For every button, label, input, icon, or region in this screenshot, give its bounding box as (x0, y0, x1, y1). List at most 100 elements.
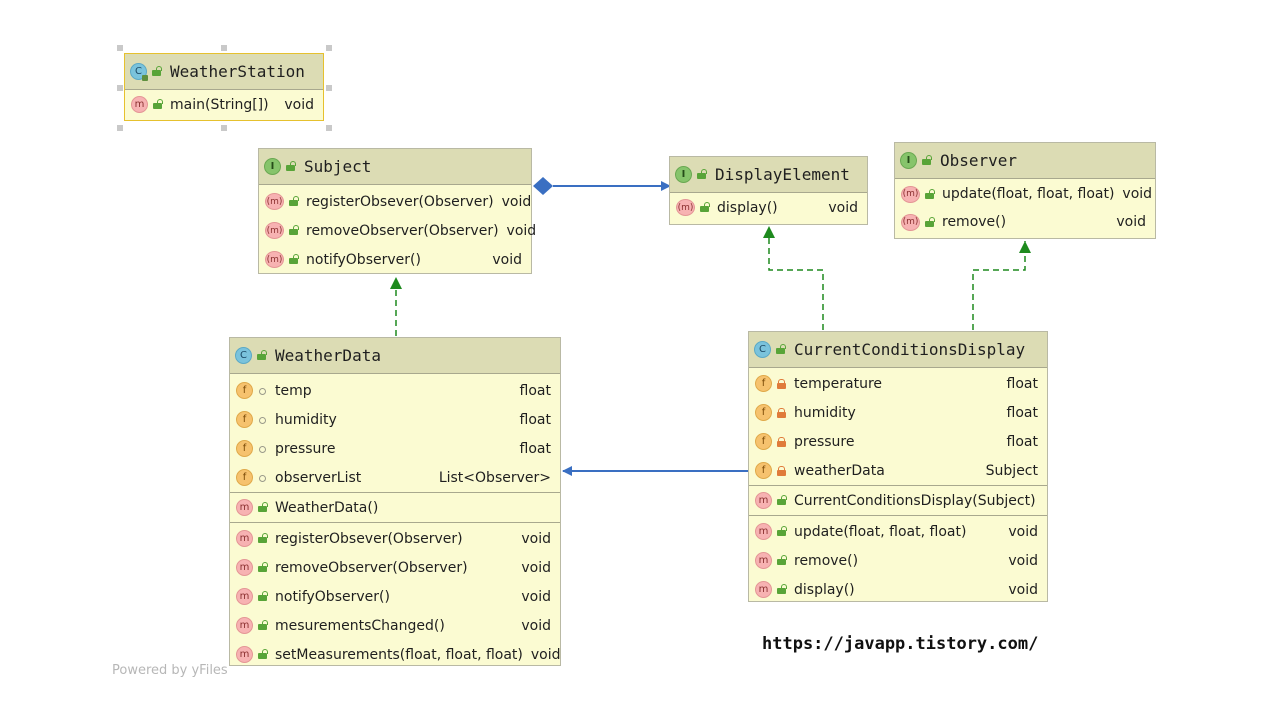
selection-handle[interactable] (117, 125, 123, 131)
field-row[interactable]: f pressure float (749, 427, 1047, 456)
public-visibility-icon (776, 526, 787, 537)
selection-handle[interactable] (221, 125, 227, 131)
class-node-weatherstation[interactable]: C WeatherStation m main(String[]) void (124, 53, 324, 121)
method-row[interactable]: m notifyObserver() void (230, 582, 560, 611)
package-visibility-icon (257, 385, 268, 396)
private-lock-icon (776, 465, 787, 476)
member-name: humidity (794, 404, 856, 421)
field-row[interactable]: f humidity float (749, 398, 1047, 427)
node-title: DisplayElement (715, 165, 850, 184)
public-visibility-icon (257, 620, 268, 631)
interface-node-subject[interactable]: I Subject (m) registerObsever(Observer) … (258, 148, 536, 274)
field-icon: f (755, 462, 772, 479)
public-visibility-icon (257, 591, 268, 602)
field-row[interactable]: f pressure float (230, 434, 560, 463)
member-type: void (1122, 186, 1153, 202)
method-row[interactable]: m setMeasurements(float, float, float) v… (230, 640, 561, 669)
method-row[interactable]: (m) removeObserver(Observer) void (259, 216, 536, 245)
member-name: notifyObserver() (275, 588, 390, 605)
package-visibility-icon (257, 443, 268, 454)
method-row[interactable]: m remove() void (749, 546, 1047, 575)
package-visibility-icon (257, 414, 268, 425)
field-row[interactable]: f weatherData Subject (749, 456, 1047, 485)
node-title: CurrentConditionsDisplay (794, 340, 1026, 359)
member-type: void (1116, 214, 1146, 230)
member-name: remove() (794, 552, 859, 569)
public-visibility-icon (288, 225, 299, 236)
selection-handle[interactable] (326, 45, 332, 51)
member-name: registerObsever(Observer) (275, 530, 463, 547)
constructor-row[interactable]: m CurrentConditionsDisplay(Subject) (749, 486, 1047, 515)
class-node-currentconditionsdisplay[interactable]: C CurrentConditionsDisplay f temperature… (748, 331, 1048, 602)
member-name: setMeasurements(float, float, float) (275, 646, 523, 663)
public-visibility-icon (151, 66, 162, 77)
member-type: List<Observer> (438, 469, 551, 486)
member-type: Subject (985, 462, 1038, 479)
method-row[interactable]: (m) registerObsever(Observer) void (259, 187, 531, 216)
field-row[interactable]: f temp float (230, 376, 560, 405)
public-visibility-icon (257, 562, 268, 573)
methods-section: m registerObsever(Observer) void m remov… (230, 523, 561, 669)
node-header: I DisplayElement (670, 157, 867, 193)
selection-handle[interactable] (117, 45, 123, 51)
method-row[interactable]: m update(float, float, float) void (749, 517, 1047, 546)
public-visibility-icon (921, 155, 932, 166)
edge-currentconditions-implements-displayelement[interactable] (763, 226, 824, 330)
interface-icon: I (900, 152, 917, 169)
selection-handle[interactable] (221, 45, 227, 51)
member-name: display() (794, 581, 855, 598)
method-row[interactable]: (m) remove() void (895, 208, 1155, 236)
method-icon: m (236, 646, 253, 663)
constructor-section: m CurrentConditionsDisplay(Subject) (749, 486, 1047, 516)
selection-handle[interactable] (326, 85, 332, 91)
public-visibility-icon (776, 584, 787, 595)
field-icon: f (755, 404, 772, 421)
member-name: notifyObserver() (306, 251, 421, 268)
node-header: C WeatherData (230, 338, 560, 374)
edge-currentconditions-implements-observer[interactable] (972, 241, 1031, 330)
member-name: removeObserver(Observer) (306, 222, 499, 239)
method-icon: m (236, 588, 253, 605)
method-row[interactable]: m display() void (749, 575, 1047, 604)
method-row[interactable]: m registerObsever(Observer) void (230, 524, 560, 553)
interface-node-observer[interactable]: I Observer (m) update(float, float, floa… (894, 142, 1156, 239)
member-type: void (1008, 523, 1038, 540)
blog-url-text[interactable]: https://javapp.tistory.com/ (762, 634, 1039, 654)
selection-handle[interactable] (117, 85, 123, 91)
method-row[interactable]: m mesurementsChanged() void (230, 611, 560, 640)
member-type: void (1008, 552, 1038, 569)
node-title: Observer (940, 151, 1018, 170)
interface-icon: I (264, 158, 281, 175)
field-icon: f (236, 469, 253, 486)
member-name: mesurementsChanged() (275, 617, 445, 634)
member-name: temperature (794, 375, 882, 392)
field-row[interactable]: f observerList List<Observer> (230, 463, 560, 492)
field-icon: f (755, 375, 772, 392)
constructor-row[interactable]: m WeatherData() (230, 493, 560, 522)
method-row[interactable]: m removeObserver(Observer) void (230, 553, 560, 582)
field-icon: f (236, 411, 253, 428)
node-header: I Subject (259, 149, 531, 185)
public-visibility-icon (775, 344, 786, 355)
field-row[interactable]: f temperature float (749, 369, 1047, 398)
member-type: void (521, 588, 551, 605)
member-type: void (506, 222, 537, 239)
class-node-weatherdata[interactable]: C WeatherData f temp float f humidity fl… (229, 337, 561, 666)
node-header: C WeatherStation (125, 54, 323, 90)
member-type: void (828, 199, 858, 216)
field-row[interactable]: f humidity float (230, 405, 560, 434)
selection-handle[interactable] (326, 125, 332, 131)
member-type: void (521, 530, 551, 547)
method-row[interactable]: (m) notifyObserver() void (259, 245, 531, 274)
member-name: main(String[]) (170, 96, 269, 113)
method-icon: m (236, 499, 253, 516)
interface-node-displayelement[interactable]: I DisplayElement (m) display() void (669, 156, 868, 225)
member-name: update(float, float, float) (942, 186, 1115, 202)
method-row[interactable]: m main(String[]) void (125, 90, 323, 119)
method-icon: (m) (265, 222, 284, 239)
member-type: void (521, 617, 551, 634)
method-row[interactable]: (m) update(float, float, float) void (895, 180, 1155, 208)
method-row[interactable]: (m) display() void (670, 193, 867, 222)
public-visibility-icon (152, 99, 163, 110)
private-lock-icon (776, 378, 787, 389)
